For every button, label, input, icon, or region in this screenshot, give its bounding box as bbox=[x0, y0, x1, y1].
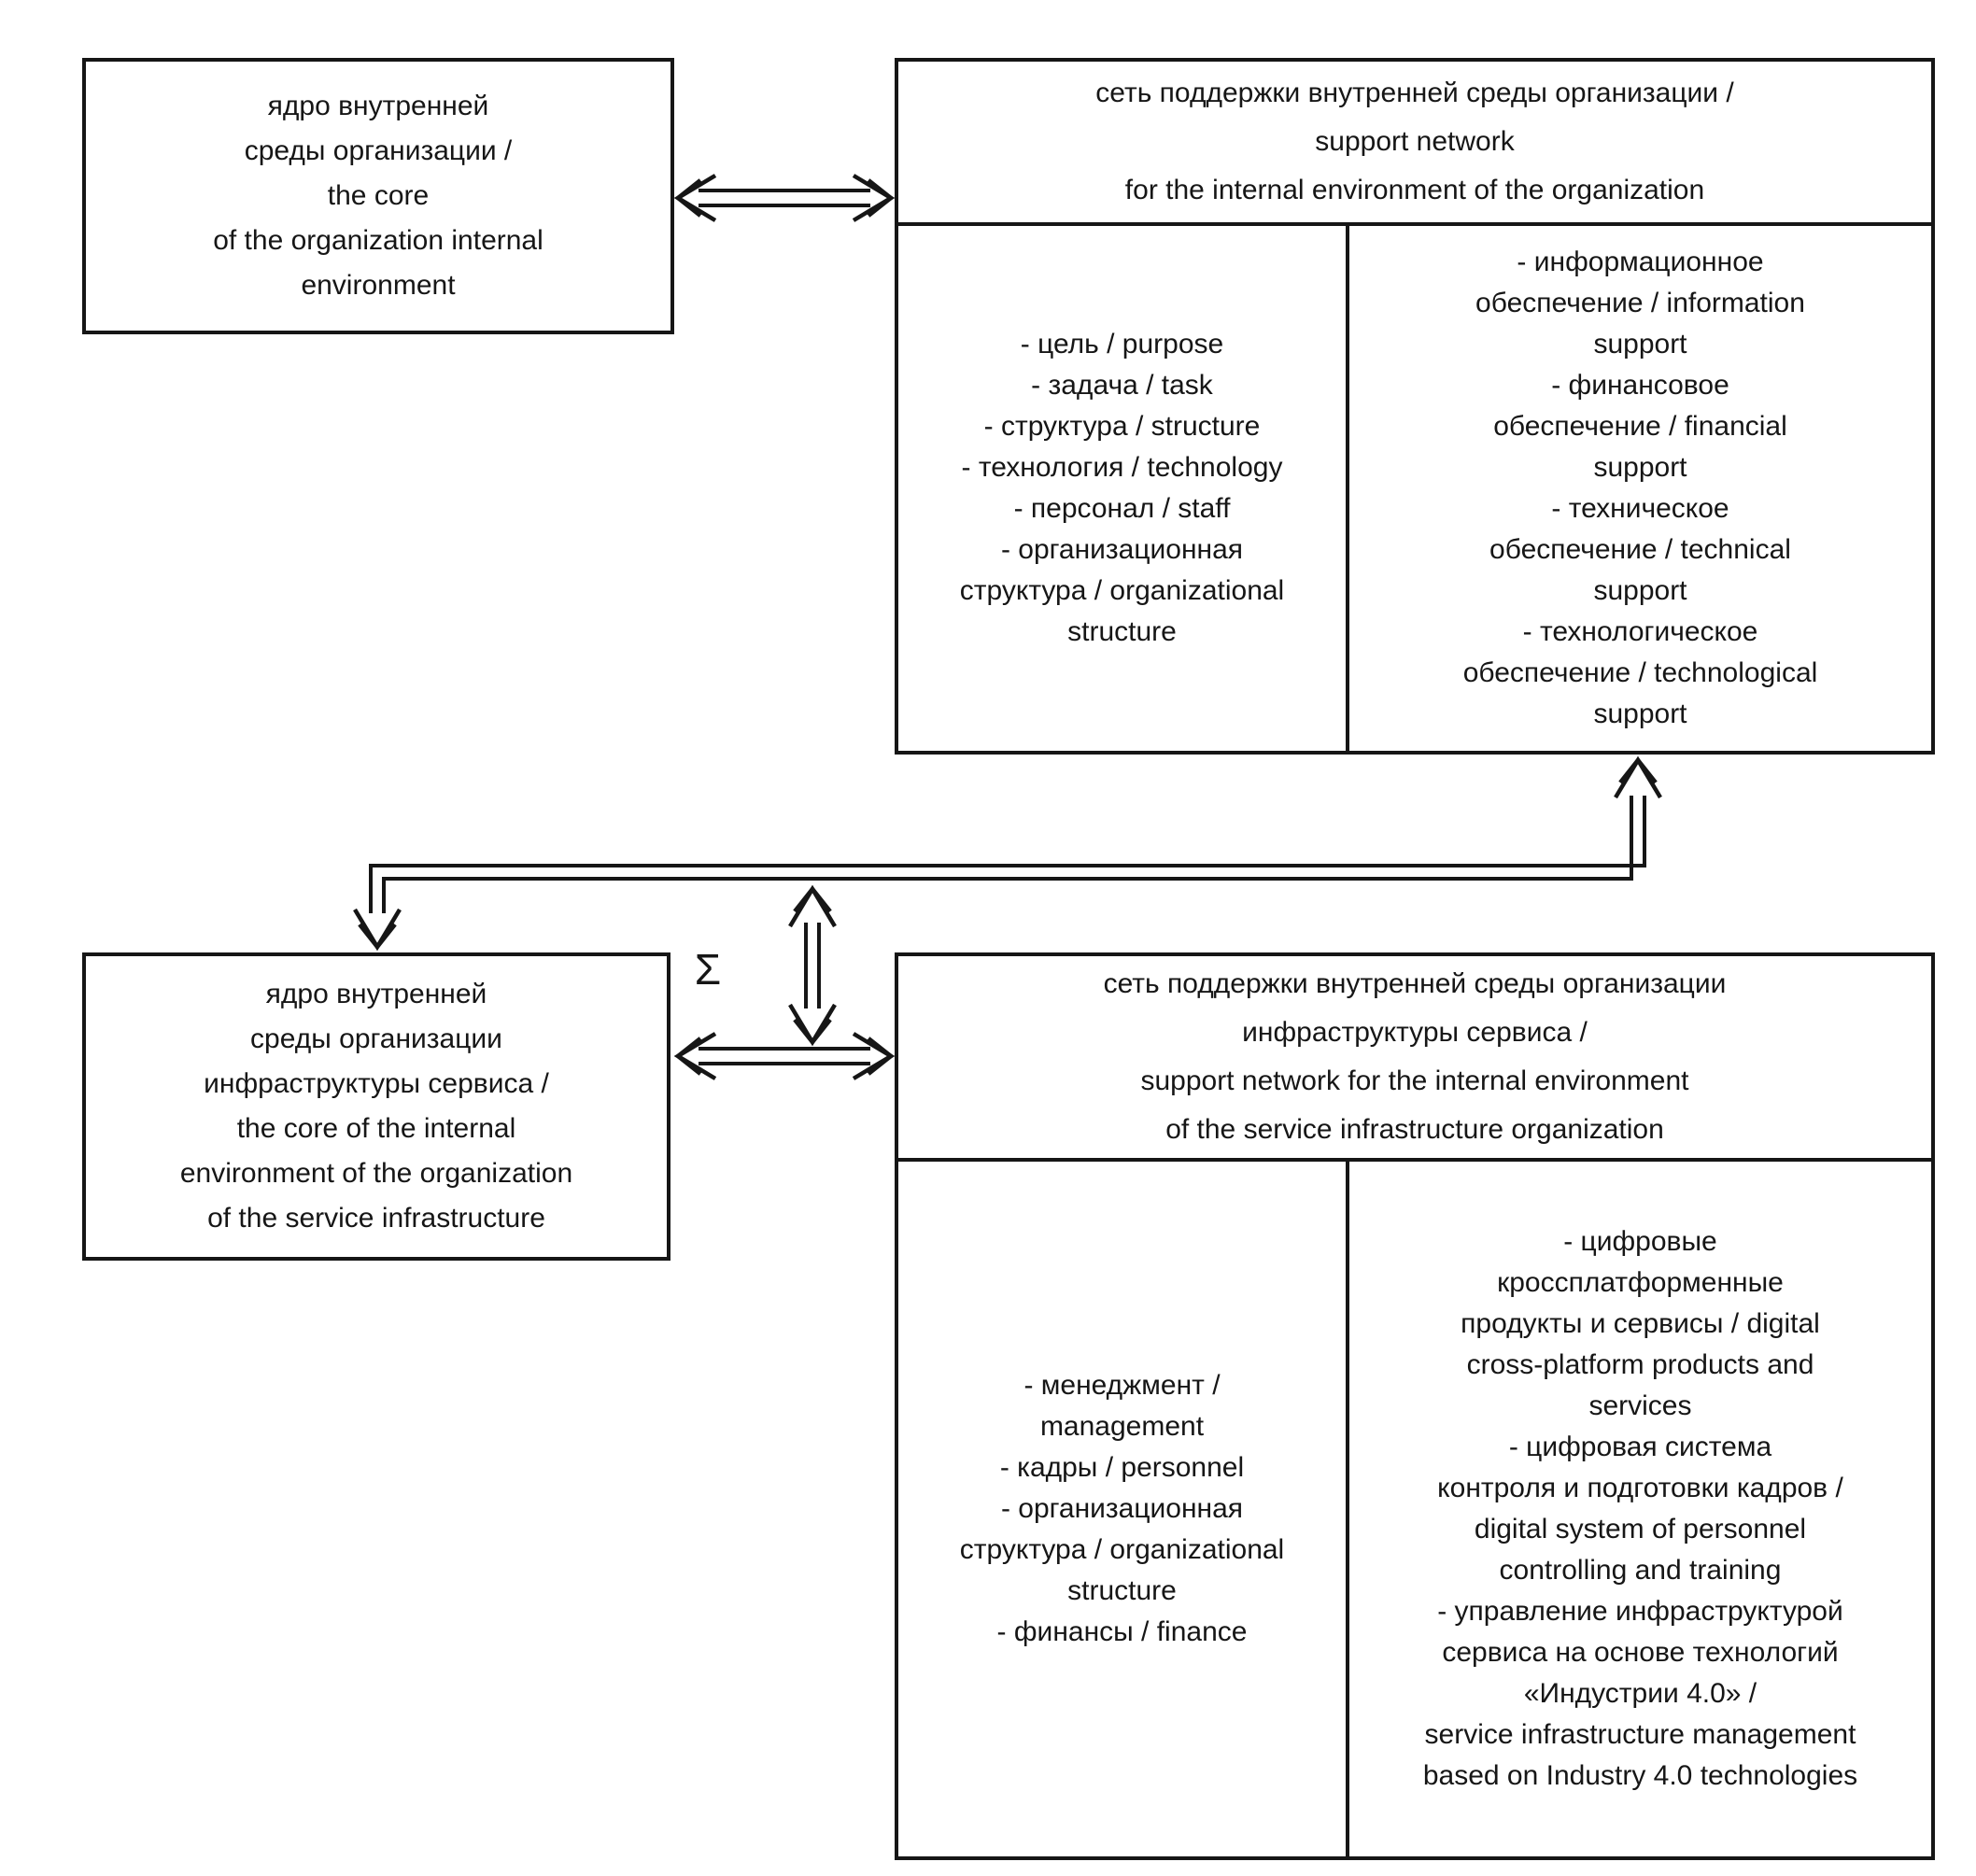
arrow-top-horizontal bbox=[673, 174, 896, 222]
box-support-network-service: сеть поддержки внутренней среды организа… bbox=[895, 952, 1935, 1860]
sigma-symbol: Σ bbox=[694, 945, 722, 994]
support-service-digital-list: - цифровые кроссплатформенные продукты и… bbox=[1422, 1226, 1858, 1791]
arrow-middle-vertical bbox=[788, 884, 837, 1047]
arrow-elbow-connector bbox=[353, 755, 1662, 952]
box-core-service-infrastructure-title: ядро внутренней среды организации инфрас… bbox=[179, 979, 573, 1234]
box-support-network-org-columns: - цель / purpose - задача / task - струк… bbox=[898, 226, 1931, 751]
box-support-network-org-title: сеть поддержки внутренней среды организа… bbox=[898, 62, 1931, 226]
support-org-internal-variables-list: - цель / purpose - задача / task - струк… bbox=[898, 226, 1349, 751]
support-service-management-list: - менеджмент / management - кадры / pers… bbox=[898, 1162, 1349, 1856]
box-core-service-infrastructure: ядро внутренней среды организации инфрас… bbox=[82, 952, 670, 1261]
box-support-network-org: сеть поддержки внутренней среды организа… bbox=[895, 58, 1935, 755]
box-core-internal-environment: ядро внутренней среды организации / the … bbox=[82, 58, 674, 334]
box-core-internal-environment-title: ядро внутренней среды организации / the … bbox=[213, 91, 543, 301]
box-support-network-service-title: сеть поддержки внутренней среды организа… bbox=[898, 956, 1931, 1162]
arrow-bottom-horizontal bbox=[673, 1032, 896, 1080]
support-org-support-types-list: - информационное обеспечение / informati… bbox=[1462, 247, 1818, 729]
box-support-network-service-columns: - менеджмент / management - кадры / pers… bbox=[898, 1162, 1931, 1856]
